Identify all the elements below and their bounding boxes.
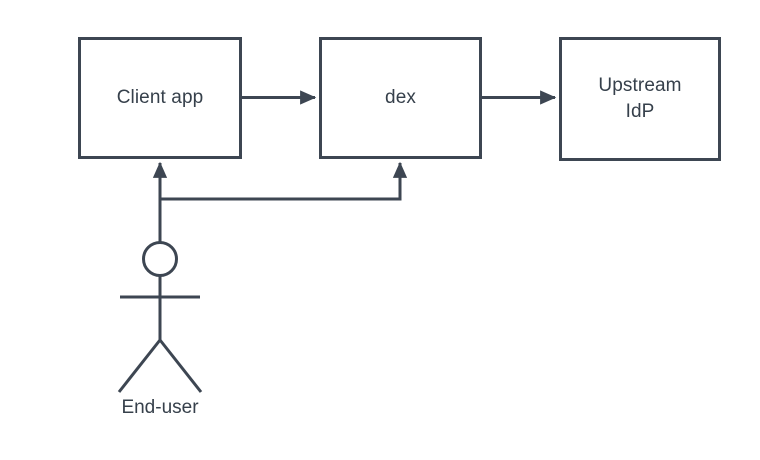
node-upstream-idp-label: Upstream IdP: [598, 75, 682, 122]
edge-user-to-dex: [160, 161, 408, 201]
actor-end-user-label: End-user: [121, 397, 199, 418]
actor-head-icon: [142, 241, 178, 277]
node-client-app[interactable]: Client app: [78, 37, 242, 159]
node-client-app-label: Client app: [116, 87, 204, 108]
node-dex[interactable]: dex: [319, 37, 482, 159]
node-upstream-idp[interactable]: Upstream IdP: [559, 37, 721, 161]
node-dex-label: dex: [385, 87, 416, 108]
actor-leg-left: [117, 339, 162, 393]
actor-leg-right: [158, 339, 203, 393]
